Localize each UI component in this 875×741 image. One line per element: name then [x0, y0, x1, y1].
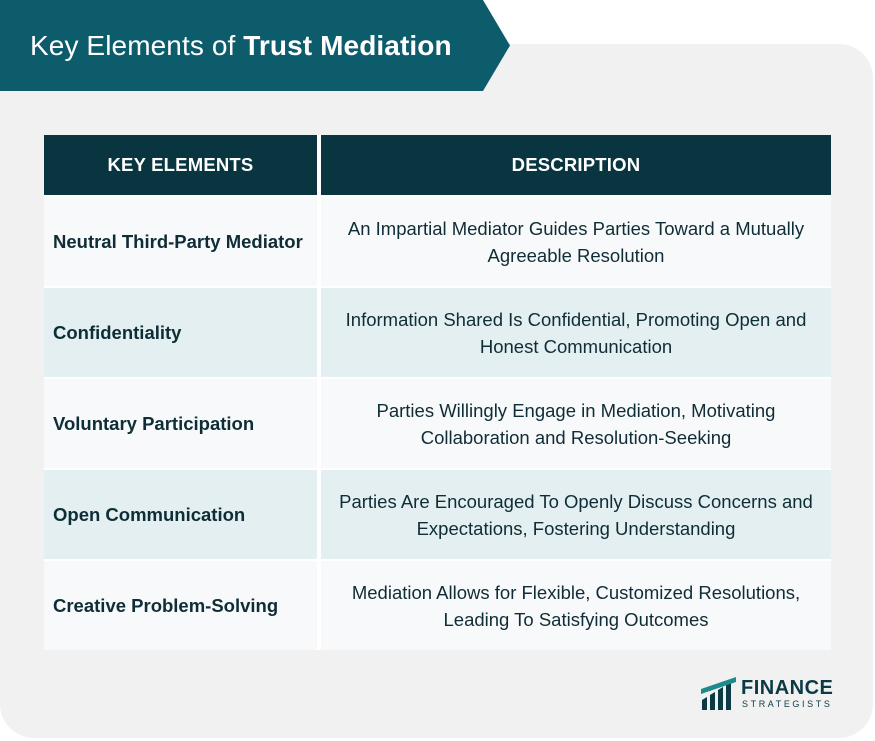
- logo-tagline: STRATEGISTS: [742, 699, 833, 709]
- table-row: Creative Problem-Solving Mediation Allow…: [44, 559, 831, 650]
- row-description: Mediation Allows for Flexible, Customize…: [321, 559, 831, 650]
- row-element: Voluntary Participation: [44, 377, 321, 468]
- key-elements-table: KEY ELEMENTS DESCRIPTION Neutral Third-P…: [44, 135, 831, 650]
- header-description: DESCRIPTION: [321, 135, 831, 195]
- table-row: Voluntary Participation Parties Willingl…: [44, 377, 831, 468]
- finance-strategists-logo: FINANCE STRATEGISTS: [700, 677, 840, 711]
- title-emphasis: Trust Mediation: [243, 30, 452, 61]
- logo-name: FINANCE: [741, 677, 834, 699]
- row-description: Parties Are Encouraged To Openly Discuss…: [321, 468, 831, 559]
- row-element: Neutral Third-Party Mediator: [44, 195, 321, 286]
- row-description: An Impartial Mediator Guides Parties Tow…: [321, 195, 831, 286]
- title-banner: Key Elements of Trust Mediation: [0, 0, 510, 91]
- row-description: Information Shared Is Confidential, Prom…: [321, 286, 831, 377]
- table-header-row: KEY ELEMENTS DESCRIPTION: [44, 135, 831, 195]
- table-row: Open Communication Parties Are Encourage…: [44, 468, 831, 559]
- title-prefix: Key Elements of: [30, 30, 244, 61]
- row-element: Creative Problem-Solving: [44, 559, 321, 650]
- row-element: Confidentiality: [44, 286, 321, 377]
- header-key-elements: KEY ELEMENTS: [44, 135, 321, 195]
- row-element: Open Communication: [44, 468, 321, 559]
- finance-strategists-logo-icon: [701, 677, 736, 710]
- row-description: Parties Willingly Engage in Mediation, M…: [321, 377, 831, 468]
- table-row: Confidentiality Information Shared Is Co…: [44, 286, 831, 377]
- table-row: Neutral Third-Party Mediator An Impartia…: [44, 195, 831, 286]
- page-title: Key Elements of Trust Mediation: [30, 0, 452, 91]
